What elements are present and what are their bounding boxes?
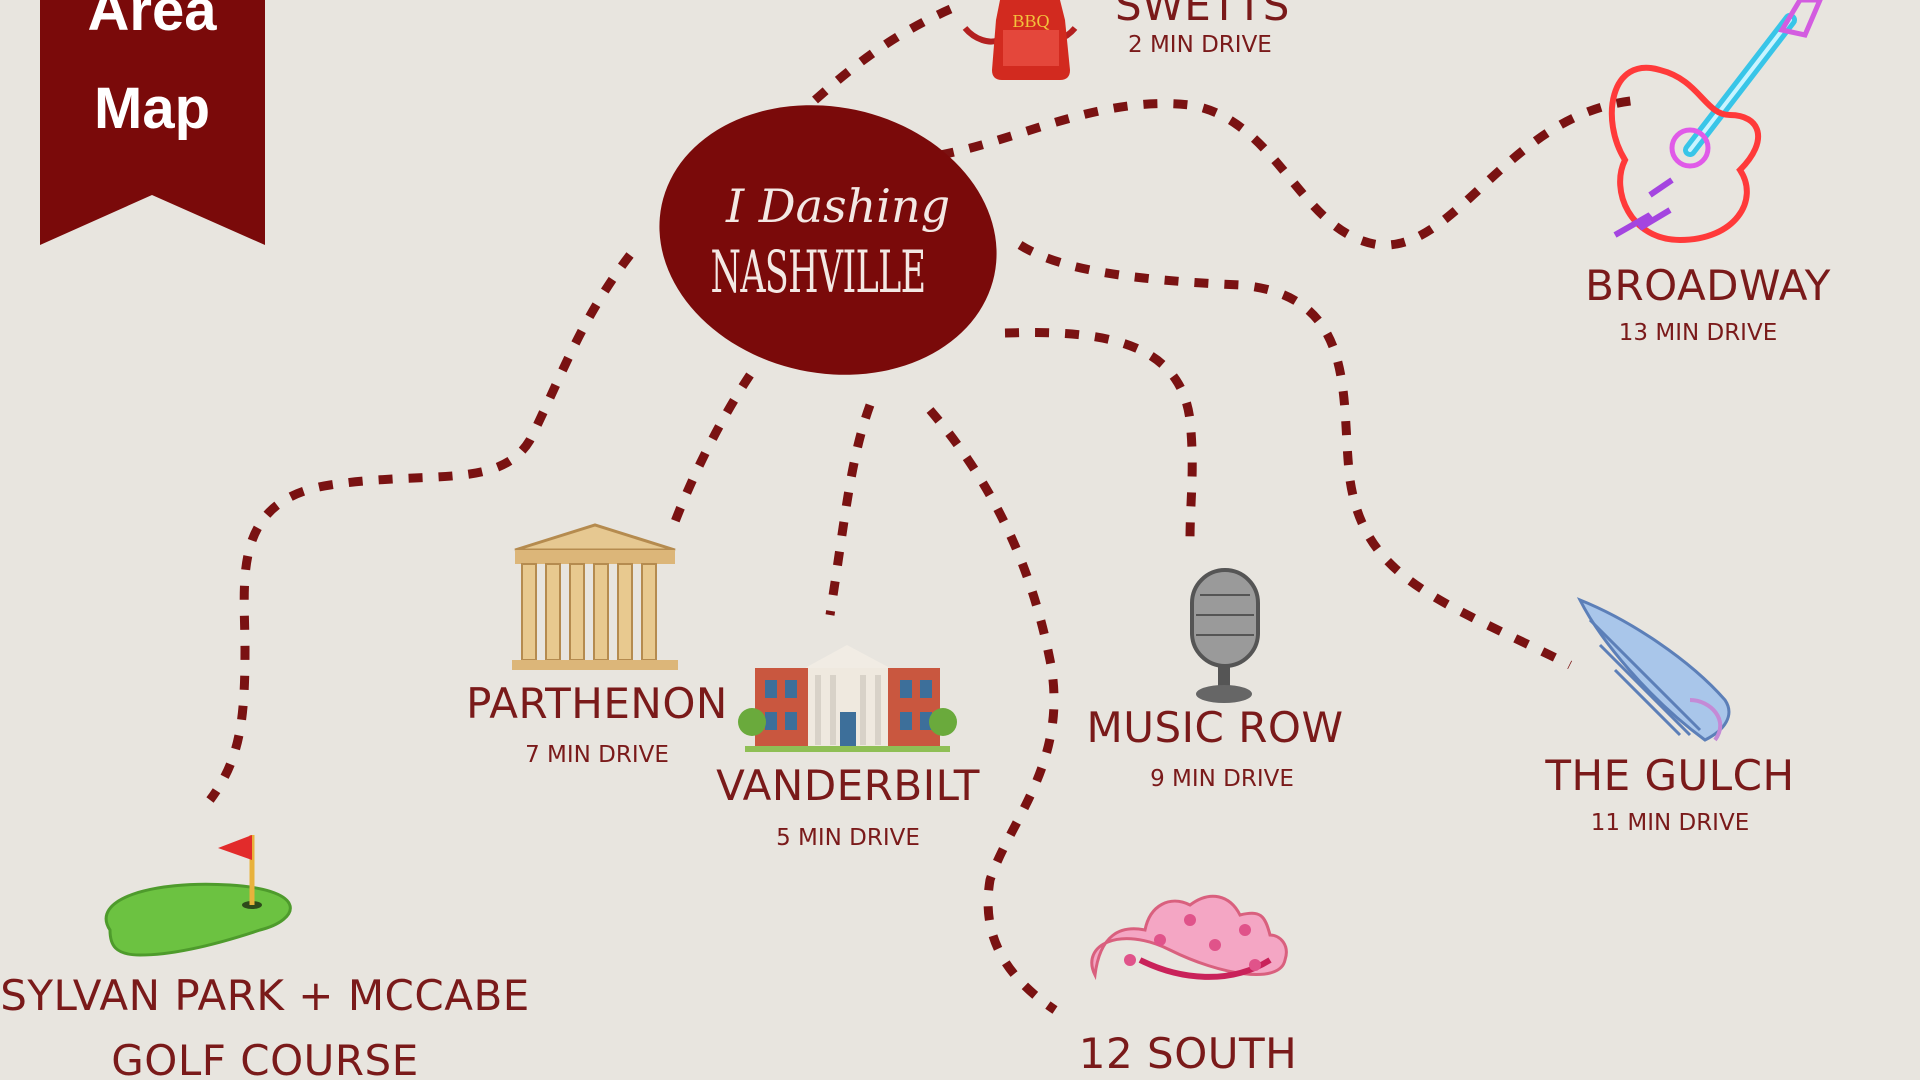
music-row-name: MUSIC ROW — [1087, 703, 1344, 752]
sylvan-name-line-2: GOLF COURSE — [111, 1036, 419, 1080]
route-to-music-row — [1004, 328, 1197, 541]
parthenon-drive: 7 MIN DRIVE — [525, 742, 669, 768]
university-building-icon — [738, 645, 957, 752]
place-the-gulch: THE GULCH 11 MIN DRIVE — [1544, 597, 1794, 836]
route-to-vanderbilt — [825, 403, 875, 616]
gulch-drive: 11 MIN DRIVE — [1591, 810, 1749, 836]
route-to-gulch — [1017, 241, 1573, 670]
bbq-apron-icon: BBQ — [962, 0, 1078, 80]
place-vanderbilt: VANDERBILT 5 MIN DRIVE — [716, 645, 980, 851]
place-sylvan-park: SYLVAN PARK + MCCABE GOLF COURSE — [0, 835, 530, 1080]
broadway-name: BROADWAY — [1585, 261, 1831, 310]
route-to-sylvan — [206, 252, 634, 803]
gulch-name: THE GULCH — [1544, 751, 1794, 800]
vanderbilt-drive: 5 MIN DRIVE — [776, 825, 920, 851]
banner-line-1: Area — [88, 0, 218, 43]
cowboy-hat-icon — [1090, 894, 1288, 981]
12-south-name: 12 SOUTH — [1079, 1029, 1298, 1078]
route-to-parthenon — [665, 372, 754, 537]
broadway-drive: 13 MIN DRIVE — [1619, 320, 1777, 346]
sylvan-name-line-1: SYLVAN PARK + MCCABE — [0, 971, 530, 1020]
place-parthenon: PARTHENON 7 MIN DRIVE — [466, 523, 728, 768]
center-main-text: NASHVILLE — [711, 238, 926, 306]
area-map-banner: Area Map — [40, 0, 265, 245]
bbq-apron-text: BBQ — [1012, 11, 1049, 31]
music-row-drive: 9 MIN DRIVE — [1150, 766, 1294, 792]
route-to-12south — [926, 407, 1059, 1014]
banner-line-2: Map — [94, 76, 210, 141]
parthenon-icon — [512, 523, 678, 670]
bbq-drive: 2 MIN DRIVE — [1128, 32, 1272, 58]
center-script-text: I Dashing — [725, 179, 950, 233]
center-logo: I Dashing NASHVILLE — [659, 105, 997, 375]
parthenon-name: PARTHENON — [466, 679, 728, 728]
place-music-row: MUSIC ROW 9 MIN DRIVE — [1087, 568, 1344, 792]
vanderbilt-name: VANDERBILT — [716, 761, 980, 810]
neon-guitar-icon — [1608, 0, 1823, 244]
route-to-broadway — [939, 95, 1641, 250]
route-to-bbq — [812, 0, 962, 104]
golf-green-icon — [104, 835, 292, 957]
bbq-name: SWETTS — [1115, 0, 1290, 30]
angel-wing-icon — [1576, 597, 1731, 742]
route-paths — [206, 0, 1641, 1014]
place-bbq: BBQ SWETTS 2 MIN DRIVE — [962, 0, 1290, 80]
place-12-south: 12 SOUTH — [1079, 894, 1298, 1078]
place-broadway: BROADWAY 13 MIN DRIVE — [1585, 0, 1831, 346]
microphone-icon — [1190, 568, 1260, 703]
